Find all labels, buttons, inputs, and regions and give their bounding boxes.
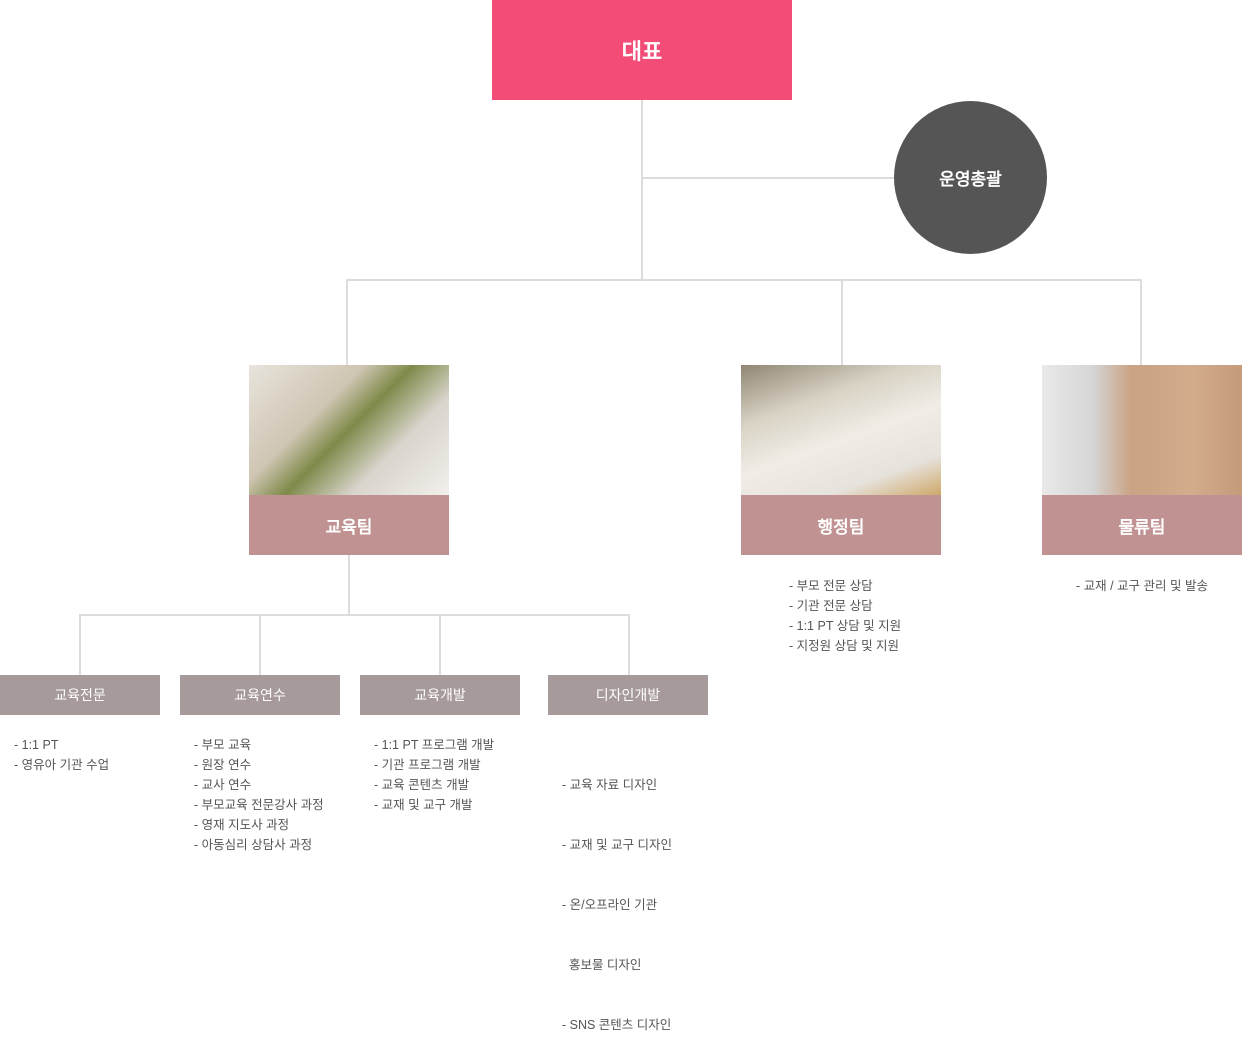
subteam-duties-list: - 교육 자료 디자인 - 교재 및 교구 디자인 - 온/오프라인 기관 홍보… xyxy=(562,735,672,1055)
list-item: - 교재 / 교구 관리 및 발송 xyxy=(1076,579,1208,593)
connector-line xyxy=(79,614,630,616)
subteam-duties-list: - 1:1 PT - 영유아 기관 수업 xyxy=(14,735,109,775)
admin-duties-list: - 부모 전문 상담 - 기관 전문 상담 - 1:1 PT 상담 및 지원 -… xyxy=(789,576,901,656)
subteam-box: 디자인개발 xyxy=(548,675,708,715)
list-item: - 아동심리 상담사 과정 xyxy=(194,838,313,852)
team-logistics: 물류팀 xyxy=(1042,365,1242,555)
operations-circle: 운영총괄 xyxy=(894,101,1047,254)
subteam-duties-list: - 부모 교육 - 원장 연수 - 교사 연수 - 부모교육 전문강사 과정 -… xyxy=(194,735,324,855)
list-item: - 기관 프로그램 개발 xyxy=(374,758,481,772)
subteam-box: 교육개발 xyxy=(360,675,520,715)
list-item: - 교육 콘텐츠 개발 xyxy=(374,778,470,792)
connector-line xyxy=(641,100,643,280)
logistics-duties-list: - 교재 / 교구 관리 및 발송 xyxy=(1076,576,1208,596)
subteam-duties-list: - 1:1 PT 프로그램 개발 - 기관 프로그램 개발 - 교육 콘텐츠 개… xyxy=(374,735,494,815)
list-item: - 기관 전문 상담 xyxy=(789,599,873,613)
list-item: - 교재 및 교구 개발 xyxy=(374,798,473,812)
boxes-delivery-photo xyxy=(1042,365,1242,495)
list-item: - 1:1 PT 상담 및 지원 xyxy=(789,619,902,633)
list-item: - 부모 교육 xyxy=(194,738,252,752)
connector-line xyxy=(79,615,81,675)
list-item: - 영재 지도사 과정 xyxy=(194,818,290,832)
connector-line xyxy=(259,615,261,675)
connector-line xyxy=(841,280,843,365)
list-item: - 1:1 PT 프로그램 개발 xyxy=(374,738,495,752)
ceo-box: 대표 xyxy=(492,0,792,100)
subteam-box: 교육연수 xyxy=(180,675,340,715)
team-education: 교육팀 xyxy=(249,365,449,555)
list-item: - 1:1 PT xyxy=(14,738,59,752)
team-admin: 행정팀 xyxy=(741,365,941,555)
connector-line xyxy=(628,615,630,675)
list-item: - 영유아 기관 수업 xyxy=(14,758,110,772)
team-label: 행정팀 xyxy=(741,495,941,555)
connector-line xyxy=(642,177,894,179)
students-with-tablet-photo xyxy=(249,365,449,495)
connector-line xyxy=(348,555,350,615)
subteam-box: 교육전문 xyxy=(0,675,160,715)
connector-line xyxy=(346,279,1142,281)
list-item: - 부모교육 전문강사 과정 xyxy=(194,798,324,812)
list-item: - 교사 연수 xyxy=(194,778,252,792)
connector-line xyxy=(346,280,348,365)
list-item: 홍보물 디자인 xyxy=(562,958,642,972)
list-item: - 지정원 상담 및 지원 xyxy=(789,639,900,653)
list-item: - 온/오프라인 기관 xyxy=(562,898,658,912)
list-item: - 원장 연수 xyxy=(194,758,252,772)
list-item: - SNS 콘텐츠 디자인 xyxy=(562,1018,672,1032)
list-item: - 교재 및 교구 디자인 xyxy=(562,838,673,852)
team-label: 물류팀 xyxy=(1042,495,1242,555)
connector-line xyxy=(1140,280,1142,365)
list-item: - 교육 자료 디자인 xyxy=(562,778,658,792)
list-item: - 부모 전문 상담 xyxy=(789,579,873,593)
connector-line xyxy=(439,615,441,675)
typing-keyboard-photo xyxy=(741,365,941,495)
team-label: 교육팀 xyxy=(249,495,449,555)
